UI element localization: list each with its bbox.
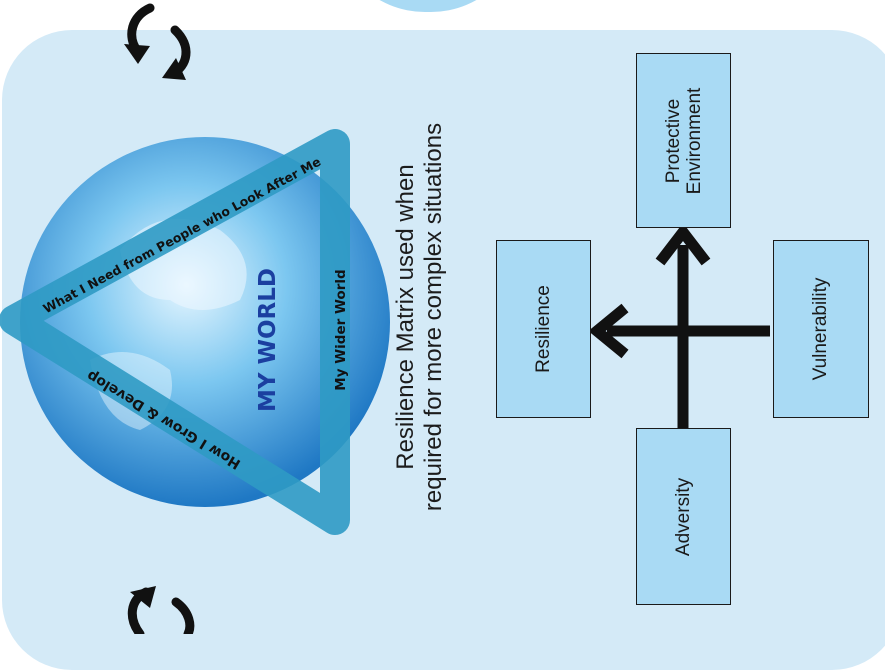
my-world-graphic: What I Need from People who Look After M… [0, 129, 390, 535]
my-world-title: MY WORLD [255, 268, 281, 412]
matrix-box-protective-environment: Protective Environment [636, 53, 731, 228]
globe-image [20, 137, 390, 507]
horizontal-axis-arrow [588, 303, 770, 359]
my-world-triangle [0, 129, 350, 535]
cycle-icons-layer [124, 3, 195, 634]
resilience-label: Resilience [532, 285, 554, 373]
cycle-arrows-icon-bottom [127, 586, 195, 634]
adversity-label: Adversity [672, 477, 694, 556]
matrix-box-vulnerability: Vulnerability [773, 240, 869, 418]
protective-label-line-2: Environment [683, 87, 705, 194]
cycle-arrows-icon-top [124, 3, 191, 80]
protective-label-line-1: Protective [662, 98, 684, 183]
matrix-box-adversity: Adversity [636, 428, 731, 605]
matrix-axes [588, 222, 770, 428]
triangle-right-side-text: My Wider World [333, 269, 349, 390]
svg-text:My Wider World: My Wider World [333, 269, 349, 390]
vulnerability-label: Vulnerability [810, 277, 831, 381]
matrix-box-resilience: Resilience [496, 240, 591, 418]
